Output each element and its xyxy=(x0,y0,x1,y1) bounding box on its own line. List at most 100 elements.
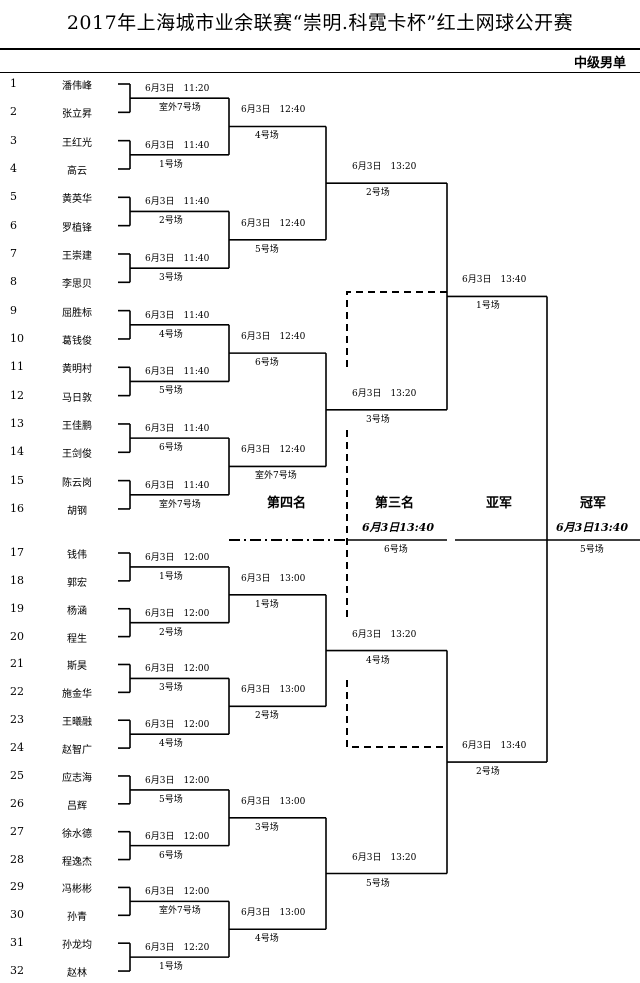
player-name: 马日敦 xyxy=(62,392,92,404)
player-name: 黄明村 xyxy=(62,364,92,376)
round3-match-court: 5号场 xyxy=(366,878,390,889)
player-number: 28 xyxy=(10,852,24,866)
third-place-label: 第三名 xyxy=(375,496,415,511)
round1-match-time: 6月3日 11:40 xyxy=(145,197,210,208)
player-name: 王红光 xyxy=(62,137,92,149)
round2-match-court: 4号场 xyxy=(255,131,279,142)
third-place-match-time: 6月3日13:40 xyxy=(362,521,434,534)
third-place-path-bottom xyxy=(346,680,447,748)
player-number: 29 xyxy=(10,880,24,894)
round2-match-time: 6月3日 13:00 xyxy=(241,908,306,919)
player-number: 5 xyxy=(10,190,17,204)
player-number: 7 xyxy=(10,246,17,260)
round3-match-time: 6月3日 13:20 xyxy=(352,162,417,173)
round1-match-court: 1号场 xyxy=(159,571,183,582)
round1-match-time: 6月3日 12:00 xyxy=(145,720,210,731)
round2-match-court: 1号场 xyxy=(255,599,279,610)
player-name: 孙青 xyxy=(67,912,87,924)
player-number: 18 xyxy=(10,573,24,587)
fourth-place-label: 第四名 xyxy=(267,496,307,511)
round1-match-court: 5号场 xyxy=(159,386,183,397)
player-number: 14 xyxy=(10,445,24,459)
player-number: 19 xyxy=(10,601,24,615)
champion-label: 冠军 xyxy=(580,496,607,511)
player-number: 10 xyxy=(10,331,24,345)
player-number: 2 xyxy=(10,105,17,119)
player-number: 20 xyxy=(10,629,24,643)
player-name: 程生 xyxy=(67,633,87,645)
player-number: 32 xyxy=(10,964,24,978)
round1-match-court: 3号场 xyxy=(159,683,183,694)
round1-match-court: 6号场 xyxy=(159,443,183,454)
round1-match-court: 室外7号场 xyxy=(159,103,201,114)
player-name: 应志海 xyxy=(62,772,92,784)
round2-match-court: 室外7号场 xyxy=(255,471,297,482)
round1-match-time: 6月3日 12:00 xyxy=(145,775,210,786)
player-number: 25 xyxy=(10,768,24,782)
round2-match-court: 5号场 xyxy=(255,244,279,255)
round1-match-time: 6月3日 11:40 xyxy=(145,140,210,151)
round1-match-time: 6月3日 11:40 xyxy=(145,423,210,434)
player-name: 王佳鹏 xyxy=(62,420,92,432)
player-name: 郭宏 xyxy=(67,577,87,589)
round2-match-court: 2号场 xyxy=(255,711,279,722)
player-name: 斯昊 xyxy=(67,661,87,673)
player-number: 9 xyxy=(10,303,17,317)
player-number: 24 xyxy=(10,741,24,755)
player-number: 23 xyxy=(10,713,24,727)
bracket-solid-lines xyxy=(118,83,548,972)
final-match-time: 6月3日13:40 xyxy=(556,521,628,534)
player-name: 屈胜标 xyxy=(62,307,92,319)
player-name: 冯彬彬 xyxy=(62,884,92,896)
round1-match-court: 2号场 xyxy=(159,627,183,638)
player-number: 13 xyxy=(10,416,24,430)
round1-match-court: 3号场 xyxy=(159,273,183,284)
round1-match-time: 6月3日 12:00 xyxy=(145,608,210,619)
player-name: 罗植锋 xyxy=(62,222,92,234)
player-name: 李思贝 xyxy=(62,279,92,291)
round1-match-time: 6月3日 11:40 xyxy=(145,310,210,321)
round1-match-time: 6月3日 11:40 xyxy=(145,253,210,264)
round2-match-court: 3号场 xyxy=(255,822,279,833)
player-number: 22 xyxy=(10,685,24,699)
round1-match-court: 6号场 xyxy=(159,850,183,861)
round3-match-court: 3号场 xyxy=(366,414,390,425)
player-name: 赵智广 xyxy=(62,745,92,757)
player-number: 21 xyxy=(10,657,24,671)
round2-match-time: 6月3日 12:40 xyxy=(241,445,306,456)
round1-match-time: 6月3日 12:00 xyxy=(145,553,210,563)
player-name: 王曦融 xyxy=(62,717,92,729)
round1-match-court: 室外7号场 xyxy=(159,906,201,917)
round2-match-time: 6月3日 12:40 xyxy=(241,218,306,229)
player-number: 30 xyxy=(10,908,24,922)
player-number: 6 xyxy=(10,218,17,232)
round1-match-court: 室外7号场 xyxy=(159,499,201,510)
round2-match-court: 6号场 xyxy=(255,358,279,369)
player-number: 12 xyxy=(10,388,24,402)
player-number: 15 xyxy=(10,473,24,487)
player-name: 黄英华 xyxy=(62,194,92,206)
round2-match-time: 6月3日 13:00 xyxy=(241,796,306,807)
title-bar: 2017年上海城市业余联赛“崇明.科霓卡杯”红土网球公开赛 xyxy=(0,0,640,50)
round2-match-time: 6月3日 12:40 xyxy=(241,332,306,343)
player-name: 钱伟 xyxy=(67,550,87,561)
player-name: 赵林 xyxy=(67,968,87,980)
player-name: 程逸杰 xyxy=(62,856,92,868)
player-name: 孙龙均 xyxy=(62,940,92,952)
round1-match-time: 6月3日 12:00 xyxy=(145,664,210,675)
final-match-court: 5号场 xyxy=(580,545,604,555)
semifinal-match-time: 6月3日 13:40 xyxy=(462,741,527,752)
round1-match-time: 6月3日 12:20 xyxy=(145,943,210,954)
player-number: 26 xyxy=(10,796,24,810)
round2-match-time: 6月3日 12:40 xyxy=(241,105,306,116)
round2-match-court: 4号场 xyxy=(255,934,279,945)
round3-match-court: 2号场 xyxy=(366,188,390,199)
player-name: 吕辉 xyxy=(67,800,87,812)
round1-match-time: 6月3日 12:00 xyxy=(145,887,210,898)
player-number: 11 xyxy=(10,360,24,374)
player-name: 徐水德 xyxy=(62,828,92,840)
round1-match-court: 1号场 xyxy=(159,962,183,973)
player-number: 3 xyxy=(10,133,17,147)
round1-match-court: 4号场 xyxy=(159,739,183,750)
player-number: 31 xyxy=(10,936,24,950)
